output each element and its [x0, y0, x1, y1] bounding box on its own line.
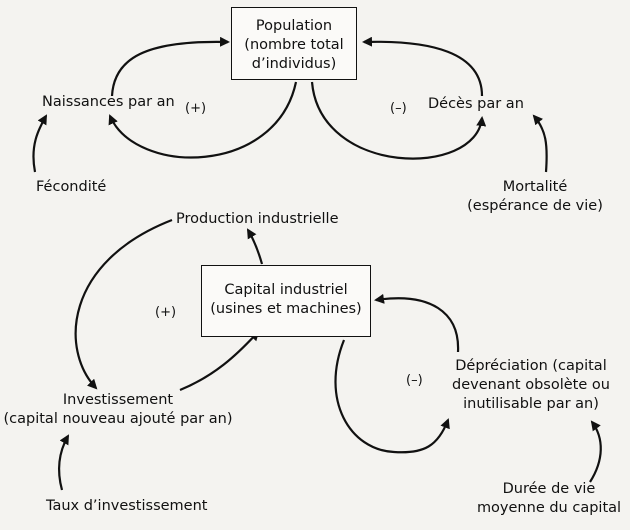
capital-positive-sign: (+): [155, 305, 177, 320]
depreciation-line2: devenant obsolète ou: [452, 377, 610, 393]
mortality-label: Mortalité (espérance de vie): [460, 178, 610, 216]
arrow-deaths-to-population: [362, 36, 484, 97]
arrow-depreciation-to-capital: [374, 293, 460, 353]
arrow-lifetime-to-depreciation: [589, 420, 602, 483]
population-negative-sign: (–): [390, 101, 407, 116]
capital-box-line2: (usines et machines): [210, 301, 362, 317]
arrow-population-to-deaths: [310, 81, 487, 160]
deaths-label: Décès par an: [428, 96, 524, 112]
mortality-line2: (espérance de vie): [467, 198, 603, 214]
arrow-rate-to-investment: [58, 434, 69, 491]
fertility-label: Fécondité: [36, 179, 107, 195]
investment-rate-label: Taux d’investissement: [46, 498, 208, 514]
arrow-births-to-population: [110, 36, 230, 97]
capital-box: Capital industriel (usines et machines): [201, 265, 371, 337]
investment-line1: Investissement: [62, 392, 174, 408]
investment-line2: (capital nouveau ajouté par an): [3, 411, 233, 427]
arrow-output-to-investment: [74, 218, 173, 390]
population-box-line1: Population: [255, 18, 333, 34]
lifetime-label: Durée de vie moyenne du capital: [474, 480, 624, 518]
population-positive-sign: (+): [185, 101, 207, 116]
population-box-line2: (nombre total: [244, 37, 344, 53]
arrow-population-to-births: [108, 81, 298, 159]
arrow-investment-to-capital: [179, 330, 260, 392]
capital-negative-sign: (–): [406, 373, 423, 388]
births-label: Naissances par an: [42, 94, 175, 110]
investment-label: Investissement (capital nouveau ajouté p…: [2, 391, 234, 429]
lifetime-line2: moyenne du capital: [476, 500, 622, 516]
capital-box-line1: Capital industriel: [224, 282, 348, 298]
arrow-capital-to-depreciation: [334, 339, 450, 454]
lifetime-line1: Durée de vie: [502, 481, 596, 497]
depreciation-label: Dépréciation (capital devenant obsolète …: [446, 357, 616, 414]
mortality-line1: Mortalité: [502, 179, 568, 195]
industrial-output-label: Production industrielle: [176, 211, 339, 227]
depreciation-line3: inutilisable par an): [463, 396, 599, 412]
population-box-line3: d’individus): [251, 56, 337, 72]
arrow-mortality-to-deaths: [532, 114, 548, 173]
population-box: Population (nombre total d’individus): [231, 7, 357, 80]
arrow-fertility-to-births: [32, 114, 47, 173]
depreciation-line1: Dépréciation (capital: [455, 358, 607, 374]
arrow-capital-to-output: [246, 228, 264, 265]
